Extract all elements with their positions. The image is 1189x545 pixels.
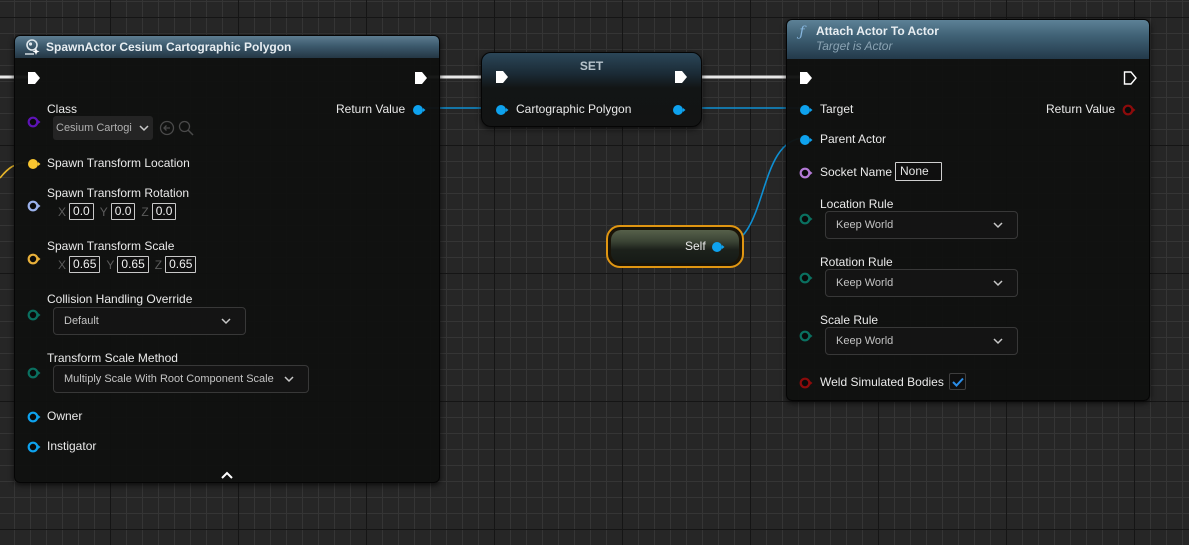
checkmark-icon bbox=[951, 377, 964, 387]
exec-in-pin[interactable] bbox=[27, 71, 41, 85]
spawn-actor-header[interactable]: SpawnActor Cesium Cartographic Polygon bbox=[15, 36, 439, 58]
parent-actor-label: Parent Actor bbox=[820, 132, 887, 146]
set-exec-out-pin[interactable] bbox=[674, 70, 688, 84]
parent-actor-pin[interactable] bbox=[799, 133, 813, 145]
chevron-down-icon bbox=[139, 125, 149, 132]
scale-rule-select[interactable]: Keep World bbox=[825, 327, 1018, 355]
attach-exec-out-pin[interactable] bbox=[1123, 71, 1137, 85]
spawn-actor-node[interactable]: SpawnActor Cesium Cartographic Polygon C… bbox=[14, 35, 440, 483]
exec-out-pin[interactable] bbox=[414, 71, 428, 85]
scale-method-select[interactable]: Multiply Scale With Root Component Scale bbox=[53, 365, 309, 393]
spawn-actor-icon bbox=[23, 39, 41, 55]
owner-label: Owner bbox=[47, 409, 83, 423]
spawn-scale-pin[interactable] bbox=[27, 252, 41, 265]
scale-z-input[interactable]: 0.65 bbox=[165, 256, 197, 273]
spawn-actor-title: SpawnActor Cesium Cartographic Polygon bbox=[46, 40, 292, 54]
function-icon: ƒ bbox=[799, 24, 805, 40]
collision-select-value: Default bbox=[64, 315, 99, 327]
chevron-down-icon bbox=[221, 318, 231, 325]
return-value-pin[interactable] bbox=[412, 103, 426, 115]
collapse-advanced-chevron-up-icon[interactable] bbox=[221, 466, 233, 484]
target-pin[interactable] bbox=[799, 103, 813, 115]
scale-x-input[interactable]: 0.65 bbox=[69, 256, 101, 273]
scale-rule-pin[interactable] bbox=[799, 329, 813, 342]
rotation-rule-select[interactable]: Keep World bbox=[825, 269, 1018, 297]
spawn-location-pin[interactable] bbox=[27, 157, 41, 169]
rotation-z-input[interactable]: 0.0 bbox=[151, 203, 177, 220]
chevron-down-icon bbox=[993, 222, 1003, 229]
location-rule-select-value: Keep World bbox=[836, 219, 894, 231]
instigator-pin[interactable] bbox=[27, 440, 41, 453]
return-value-label: Return Value bbox=[336, 102, 406, 116]
rotation-rule-pin[interactable] bbox=[799, 271, 813, 284]
self-pin[interactable] bbox=[711, 240, 725, 252]
chevron-down-icon bbox=[993, 338, 1003, 345]
scale-rule-label: Scale Rule bbox=[820, 313, 879, 327]
target-label: Target bbox=[820, 102, 854, 116]
rotation-y-input[interactable]: 0.0 bbox=[110, 203, 136, 220]
chevron-down-icon bbox=[284, 376, 294, 383]
class-pin[interactable] bbox=[27, 115, 41, 128]
scale-x-axis: X bbox=[58, 257, 67, 272]
class-select-value: Cesium Cartogi bbox=[56, 122, 132, 134]
browse-search-icon[interactable] bbox=[178, 120, 194, 141]
location-rule-select[interactable]: Keep World bbox=[825, 211, 1018, 239]
owner-pin[interactable] bbox=[27, 410, 41, 423]
rotation-x-input[interactable]: 0.0 bbox=[69, 203, 94, 220]
scale-method-pin[interactable] bbox=[27, 366, 41, 379]
location-rule-pin[interactable] bbox=[799, 212, 813, 225]
attach-return-value-label: Return Value bbox=[1046, 102, 1116, 116]
socket-name-pin[interactable] bbox=[799, 166, 813, 179]
attach-actor-node[interactable]: ƒ Attach Actor To Actor Target is Actor … bbox=[786, 19, 1150, 401]
rotation-y-axis: Y bbox=[99, 204, 108, 219]
self-node[interactable]: Self bbox=[606, 225, 744, 268]
self-label: Self bbox=[685, 239, 706, 253]
rotation-rule-select-value: Keep World bbox=[836, 277, 894, 289]
set-value-in-pin[interactable] bbox=[495, 103, 509, 115]
scale-method-select-value: Multiply Scale With Root Component Scale bbox=[64, 373, 274, 385]
spawn-rotation-label: Spawn Transform Rotation bbox=[47, 186, 190, 200]
class-label: Class bbox=[47, 102, 78, 116]
scale-z-axis: Z bbox=[154, 257, 163, 272]
set-exec-in-pin[interactable] bbox=[495, 70, 509, 84]
scale-y-input[interactable]: 0.65 bbox=[117, 256, 149, 273]
attach-actor-header[interactable]: ƒ Attach Actor To Actor Target is Actor bbox=[787, 20, 1149, 59]
rotation-z-axis: Z bbox=[141, 204, 149, 219]
set-node[interactable]: SET Cartographic Polygon bbox=[481, 52, 702, 127]
rotation-rule-label: Rotation Rule bbox=[820, 255, 893, 269]
attach-actor-title: Attach Actor To Actor bbox=[816, 24, 939, 38]
spawn-scale-label: Spawn Transform Scale bbox=[47, 239, 175, 253]
collision-label: Collision Handling Override bbox=[47, 292, 193, 306]
collision-select[interactable]: Default bbox=[53, 307, 246, 335]
rotation-x-axis: X bbox=[58, 204, 67, 219]
class-select[interactable]: Cesium Cartogi bbox=[53, 116, 153, 140]
weld-checkbox[interactable] bbox=[949, 373, 966, 390]
attach-actor-subtitle: Target is Actor bbox=[816, 39, 893, 53]
socket-name-input[interactable]: None bbox=[895, 162, 942, 181]
set-pin-label: Cartographic Polygon bbox=[516, 102, 632, 116]
collision-pin[interactable] bbox=[27, 308, 41, 321]
spawn-rotation-pin[interactable] bbox=[27, 199, 41, 212]
attach-return-value-pin[interactable] bbox=[1122, 103, 1136, 116]
set-title: SET bbox=[579, 59, 604, 73]
use-selected-icon[interactable] bbox=[159, 120, 175, 141]
weld-pin[interactable] bbox=[799, 376, 813, 389]
scale-method-label: Transform Scale Method bbox=[47, 351, 178, 365]
chevron-down-icon bbox=[993, 280, 1003, 287]
instigator-label: Instigator bbox=[47, 439, 97, 453]
scale-rule-select-value: Keep World bbox=[836, 335, 894, 347]
weld-label: Weld Simulated Bodies bbox=[820, 375, 944, 389]
scale-y-axis: Y bbox=[106, 257, 115, 272]
set-value-out-pin[interactable] bbox=[672, 103, 686, 115]
location-rule-label: Location Rule bbox=[820, 197, 894, 211]
socket-name-label: Socket Name bbox=[820, 165, 893, 179]
spawn-location-label: Spawn Transform Location bbox=[47, 156, 190, 170]
attach-exec-in-pin[interactable] bbox=[799, 71, 813, 85]
